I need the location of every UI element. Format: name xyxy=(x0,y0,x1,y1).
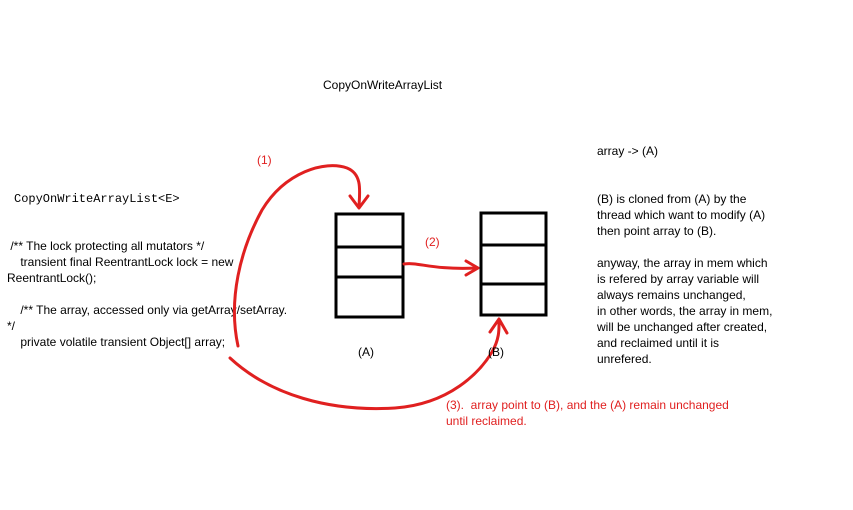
step-2-label: (2) xyxy=(425,235,440,249)
array-b-box xyxy=(479,211,548,317)
note-line: thread which want to modify (A) xyxy=(597,208,766,222)
arrow-step-3 xyxy=(228,317,509,411)
note-line: is refered by array variable will xyxy=(597,272,760,286)
arrow-step-2 xyxy=(402,259,480,277)
pointer-note: array -> (A) xyxy=(597,144,659,158)
code-block: /** The lock protecting all mutators */ … xyxy=(7,238,287,350)
note-line: anyway, the array in mem which xyxy=(597,256,768,270)
code-line: transient final ReentrantLock lock = new xyxy=(7,255,234,269)
note-line: and reclaimed until it is xyxy=(597,336,720,350)
class-declaration: CopyOnWriteArrayList<E> xyxy=(14,192,180,206)
step-3-label-cont: until reclaimed. xyxy=(446,414,527,428)
note-line: (B) is cloned from (A) by the xyxy=(597,192,747,206)
clone-note: (B) is cloned from (A) by the thread whi… xyxy=(597,191,765,239)
note-line: in other words, the array in mem, xyxy=(597,304,773,318)
array-a-box xyxy=(334,212,405,319)
step-3-label: (3). array point to (B), and the (A) rem… xyxy=(446,398,729,412)
code-line: /** The lock protecting all mutators */ xyxy=(7,239,205,253)
diagram-title: CopyOnWriteArrayList xyxy=(323,78,443,92)
code-line: */ xyxy=(7,319,16,333)
note-line: unrefered. xyxy=(597,352,652,366)
note-line: always remains unchanged, xyxy=(597,288,746,302)
code-line: private volatile transient Object[] arra… xyxy=(7,335,226,349)
array-a-label: (A) xyxy=(358,345,374,359)
note-line: then point array to (B). xyxy=(597,224,717,238)
note-line: will be unchanged after created, xyxy=(597,320,768,334)
code-line: ReentrantLock(); xyxy=(7,271,97,285)
code-line: /** The array, accessed only via getArra… xyxy=(7,303,288,317)
step-1-label: (1) xyxy=(257,153,272,167)
summary-note: anyway, the array in mem which is refere… xyxy=(597,255,772,367)
arrow-step-1 xyxy=(232,164,370,348)
array-b-label: (B) xyxy=(488,345,504,359)
